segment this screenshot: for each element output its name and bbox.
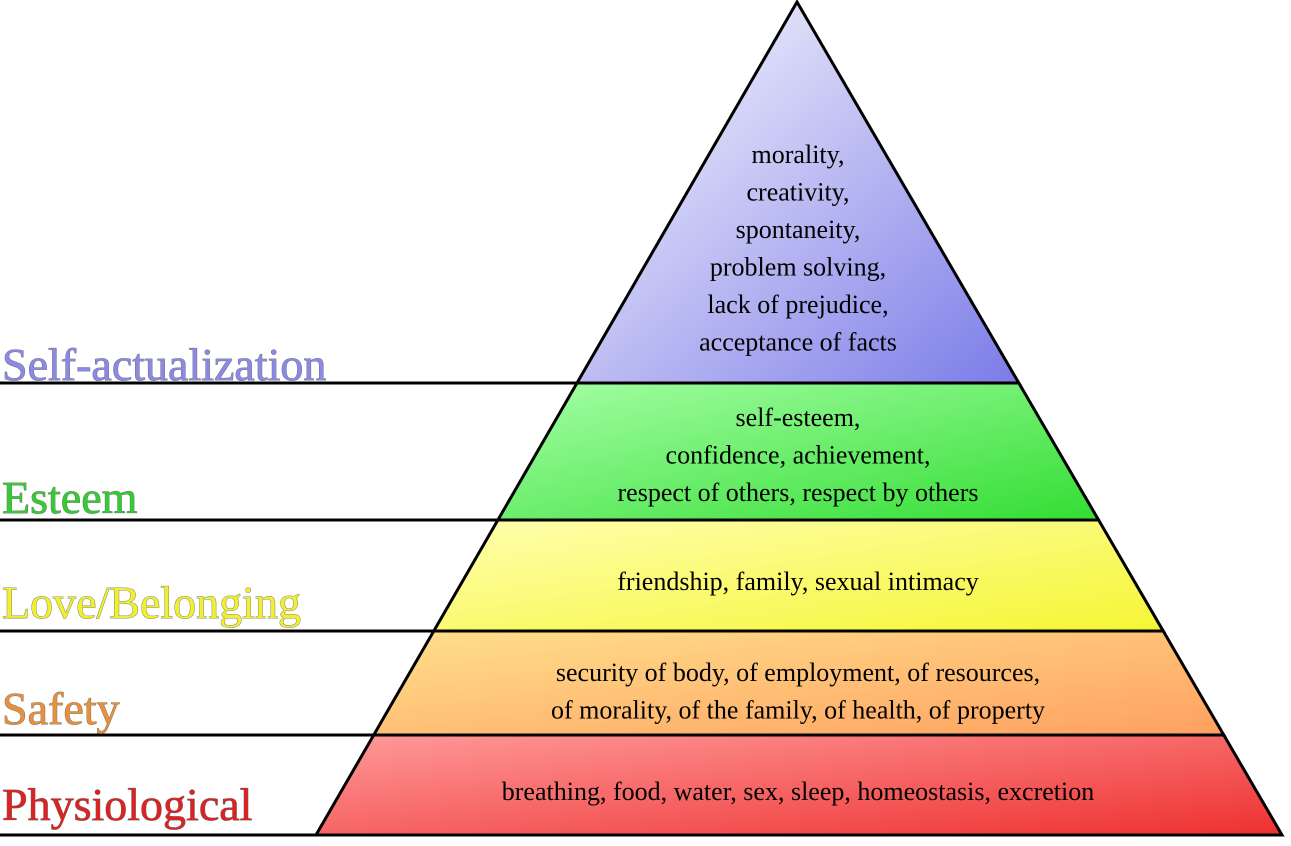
tier-text-line: security of body, of employment, of reso… bbox=[556, 658, 1040, 687]
tier-text-line: spontaneity, bbox=[736, 215, 861, 244]
tier-text-line: confidence, achievement, bbox=[666, 441, 931, 470]
tier-text-line: of morality, of the family, of health, o… bbox=[551, 696, 1045, 725]
tier-text-line: friendship, family, sexual intimacy bbox=[617, 567, 979, 596]
tier-text-line: acceptance of facts bbox=[699, 328, 897, 357]
tier-text-line: creativity, bbox=[747, 178, 850, 207]
tier-text-line: respect of others, respect by others bbox=[618, 478, 979, 507]
level-label-love-belonging: Love/Belonging bbox=[2, 577, 301, 628]
tier-text-line: morality, bbox=[752, 140, 845, 169]
tier-text-line: self-esteem, bbox=[736, 403, 861, 432]
tier-text-line: lack of prejudice, bbox=[707, 290, 888, 319]
level-label-self-actualization: Self-actualization bbox=[2, 339, 326, 390]
tier-text-line: problem solving, bbox=[710, 253, 886, 282]
tier-text-line: breathing, food, water, sex, sleep, home… bbox=[502, 777, 1094, 806]
level-label-safety: Safety bbox=[2, 683, 120, 734]
level-label-esteem: Esteem bbox=[2, 472, 138, 523]
tier-physiological bbox=[313, 733, 1285, 837]
level-label-physiological: Physiological bbox=[2, 779, 252, 830]
